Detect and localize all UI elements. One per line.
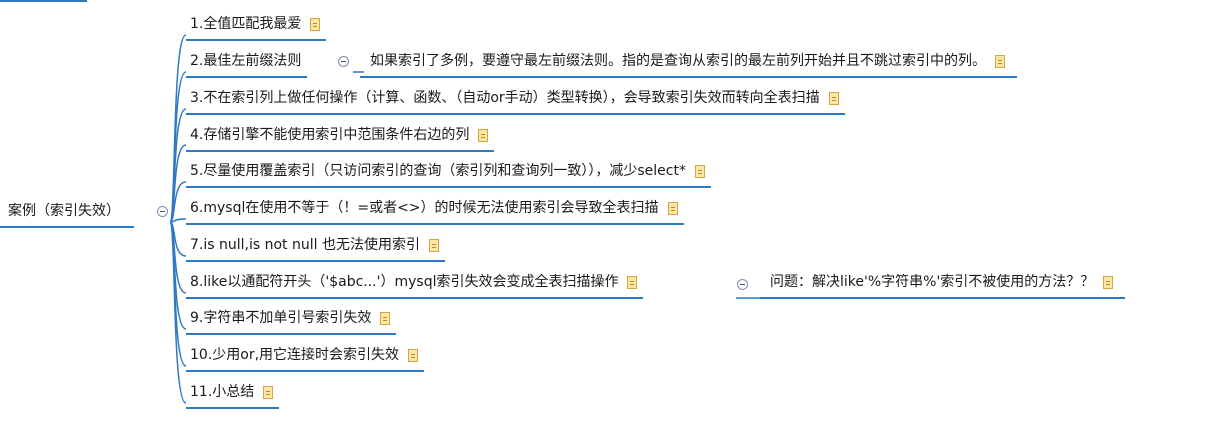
note-icon[interactable]: [995, 54, 1005, 68]
child-node-1[interactable]: 1.全值匹配我最爱: [186, 14, 327, 41]
child-node-5[interactable]: 5.尽量使用覆盖索引（只访问索引的查询（索引列和查询列一致）），减少select…: [186, 161, 711, 188]
connector-9: [169, 221, 187, 330]
note-icon[interactable]: [828, 91, 839, 105]
child-label: 3.不在索引列上做任何操作（计算、函数、（自动or手动）类型转换），会导致索引失…: [190, 90, 820, 106]
child-label: 5.尽量使用覆盖索引（只访问索引的查询（索引列和查询列一致）），减少select…: [190, 163, 686, 179]
note-icon[interactable]: [263, 385, 274, 399]
child-label: 2.最佳左前缀法则: [190, 53, 302, 69]
child-node-8[interactable]: 8.like以通配符开头（'$abc...'）mysql索引失效会变成全表扫描操…: [186, 272, 644, 299]
child-underline: [186, 113, 845, 115]
child-underline: [186, 76, 308, 78]
child-node-2[interactable]: 2.最佳左前缀法则: [186, 51, 308, 78]
grandchild-underline: [360, 76, 1017, 78]
child-node-7[interactable]: 7.is null,is not null 也无法使用索引: [186, 235, 445, 262]
child-node-4[interactable]: 4.存储引擎不能使用索引中范围条件右边的列: [186, 125, 495, 152]
child-label: 11.小总结: [190, 384, 255, 400]
child-underline: [186, 260, 445, 262]
grandchild-label: 问题：解决like'%字符串%'索引不被使用的方法？？: [770, 274, 1095, 290]
child-underline: [186, 223, 684, 225]
parent-branch-line: [0, 0, 87, 2]
connector-2: [169, 71, 187, 223]
child-node-6[interactable]: 6.mysql在使用不等于（！=或者<>）的时候无法使用索引会导致全表扫描: [186, 198, 684, 225]
child-label: 4.存储引擎不能使用索引中范围条件右边的列: [190, 127, 470, 143]
child-node-11[interactable]: 11.小总结: [186, 382, 280, 409]
child-node-3[interactable]: 3.不在索引列上做任何操作（计算、函数、（自动or手动）类型转换），会导致索引失…: [186, 88, 845, 115]
root-underline: [0, 226, 134, 228]
collapse-toggle-icon[interactable]: [338, 56, 349, 67]
connector-8: [169, 221, 187, 294]
note-icon[interactable]: [310, 17, 321, 31]
note-icon[interactable]: [428, 238, 439, 252]
note-icon[interactable]: [380, 311, 391, 325]
child-label: 9.字符串不加单引号索引失效: [190, 310, 372, 326]
root-label: 案例（索引失效）: [8, 203, 120, 219]
grandchild-underline: [760, 297, 1126, 299]
connector-5: [169, 181, 187, 223]
child-label: 7.is null,is not null 也无法使用索引: [190, 237, 420, 253]
collapse-toggle-icon[interactable]: [737, 279, 748, 290]
child-underline: [186, 407, 280, 409]
note-icon[interactable]: [478, 128, 489, 142]
child-underline: [186, 186, 711, 188]
note-icon[interactable]: [627, 275, 638, 289]
connector-10: [169, 221, 187, 367]
child-label: 8.like以通配符开头（'$abc...'）mysql索引失效会变成全表扫描操…: [190, 274, 619, 290]
note-icon[interactable]: [408, 348, 419, 362]
child-node-9[interactable]: 9.字符串不加单引号索引失效: [186, 308, 397, 335]
child-underline: [186, 297, 644, 299]
grandchild-label: 如果索引了多例，要遵守最左前缀法则。指的是查询从索引的最左前列开始并且不跳过索引…: [370, 53, 986, 69]
child-underline: [186, 333, 397, 335]
note-icon[interactable]: [694, 164, 705, 178]
child-underline: [186, 150, 495, 152]
connector-1: [169, 34, 187, 223]
connector-11: [169, 221, 187, 404]
child-node-10[interactable]: 10.少用or,用它连接时会索引失效: [186, 345, 425, 372]
collapse-toggle-icon[interactable]: [157, 206, 168, 217]
connector-7: [169, 221, 187, 257]
root-node[interactable]: 案例（索引失效）: [0, 201, 134, 228]
grandchild-node-2[interactable]: 如果索引了多例，要遵守最左前缀法则。指的是查询从索引的最左前列开始并且不跳过索引…: [360, 51, 1017, 78]
grandchild-node-8[interactable]: 问题：解决like'%字符串%'索引不被使用的方法？？: [760, 272, 1126, 299]
child-label: 6.mysql在使用不等于（！=或者<>）的时候无法使用索引会导致全表扫描: [190, 200, 659, 216]
child-underline: [186, 39, 327, 41]
child-label: 10.少用or,用它连接时会索引失效: [190, 347, 400, 363]
child-underline: [186, 370, 425, 372]
note-icon[interactable]: [1103, 275, 1114, 289]
note-icon[interactable]: [667, 201, 678, 215]
connector-3: [169, 108, 187, 223]
connector-6: [169, 218, 187, 223]
child-label: 1.全值匹配我最爱: [190, 16, 302, 32]
connector-4: [169, 144, 187, 223]
